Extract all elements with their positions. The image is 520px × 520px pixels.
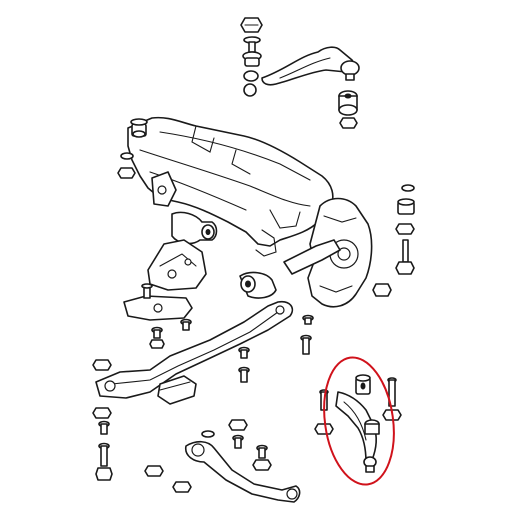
left-bottom-bolts — [92, 359, 192, 493]
upper-arm-bolt-stack — [242, 36, 262, 97]
center-bushing — [171, 211, 218, 245]
trailing-link-block-mount — [157, 375, 197, 405]
highlight-ellipse — [323, 356, 395, 486]
subframe-left-mount — [130, 118, 148, 138]
rear-link-hardware — [201, 419, 272, 471]
trailing-link — [95, 300, 294, 399]
upper-arm-ball-joint — [340, 60, 360, 81]
upper-arm-bushing — [338, 90, 358, 116]
upper-arm-small-nut — [339, 117, 358, 129]
lower-link-bracket — [123, 283, 193, 321]
link-end-bushing — [239, 271, 277, 299]
bracket-bolts — [149, 318, 192, 349]
upper-arm-nut — [240, 17, 263, 33]
subframe-washers-left — [117, 152, 136, 179]
center-bolts — [238, 314, 314, 383]
upper-control-arm-assembly — [240, 17, 360, 129]
subframe-bracket — [151, 171, 177, 207]
rear-subframe — [127, 116, 334, 257]
lateral-link — [283, 239, 341, 275]
right-hardware-stack — [372, 184, 415, 297]
hub-carrier-knuckle — [307, 197, 373, 308]
differential-mount-bracket — [147, 239, 207, 291]
rear-toe-link — [184, 440, 301, 503]
rear-lower-control-arm — [314, 374, 402, 473]
